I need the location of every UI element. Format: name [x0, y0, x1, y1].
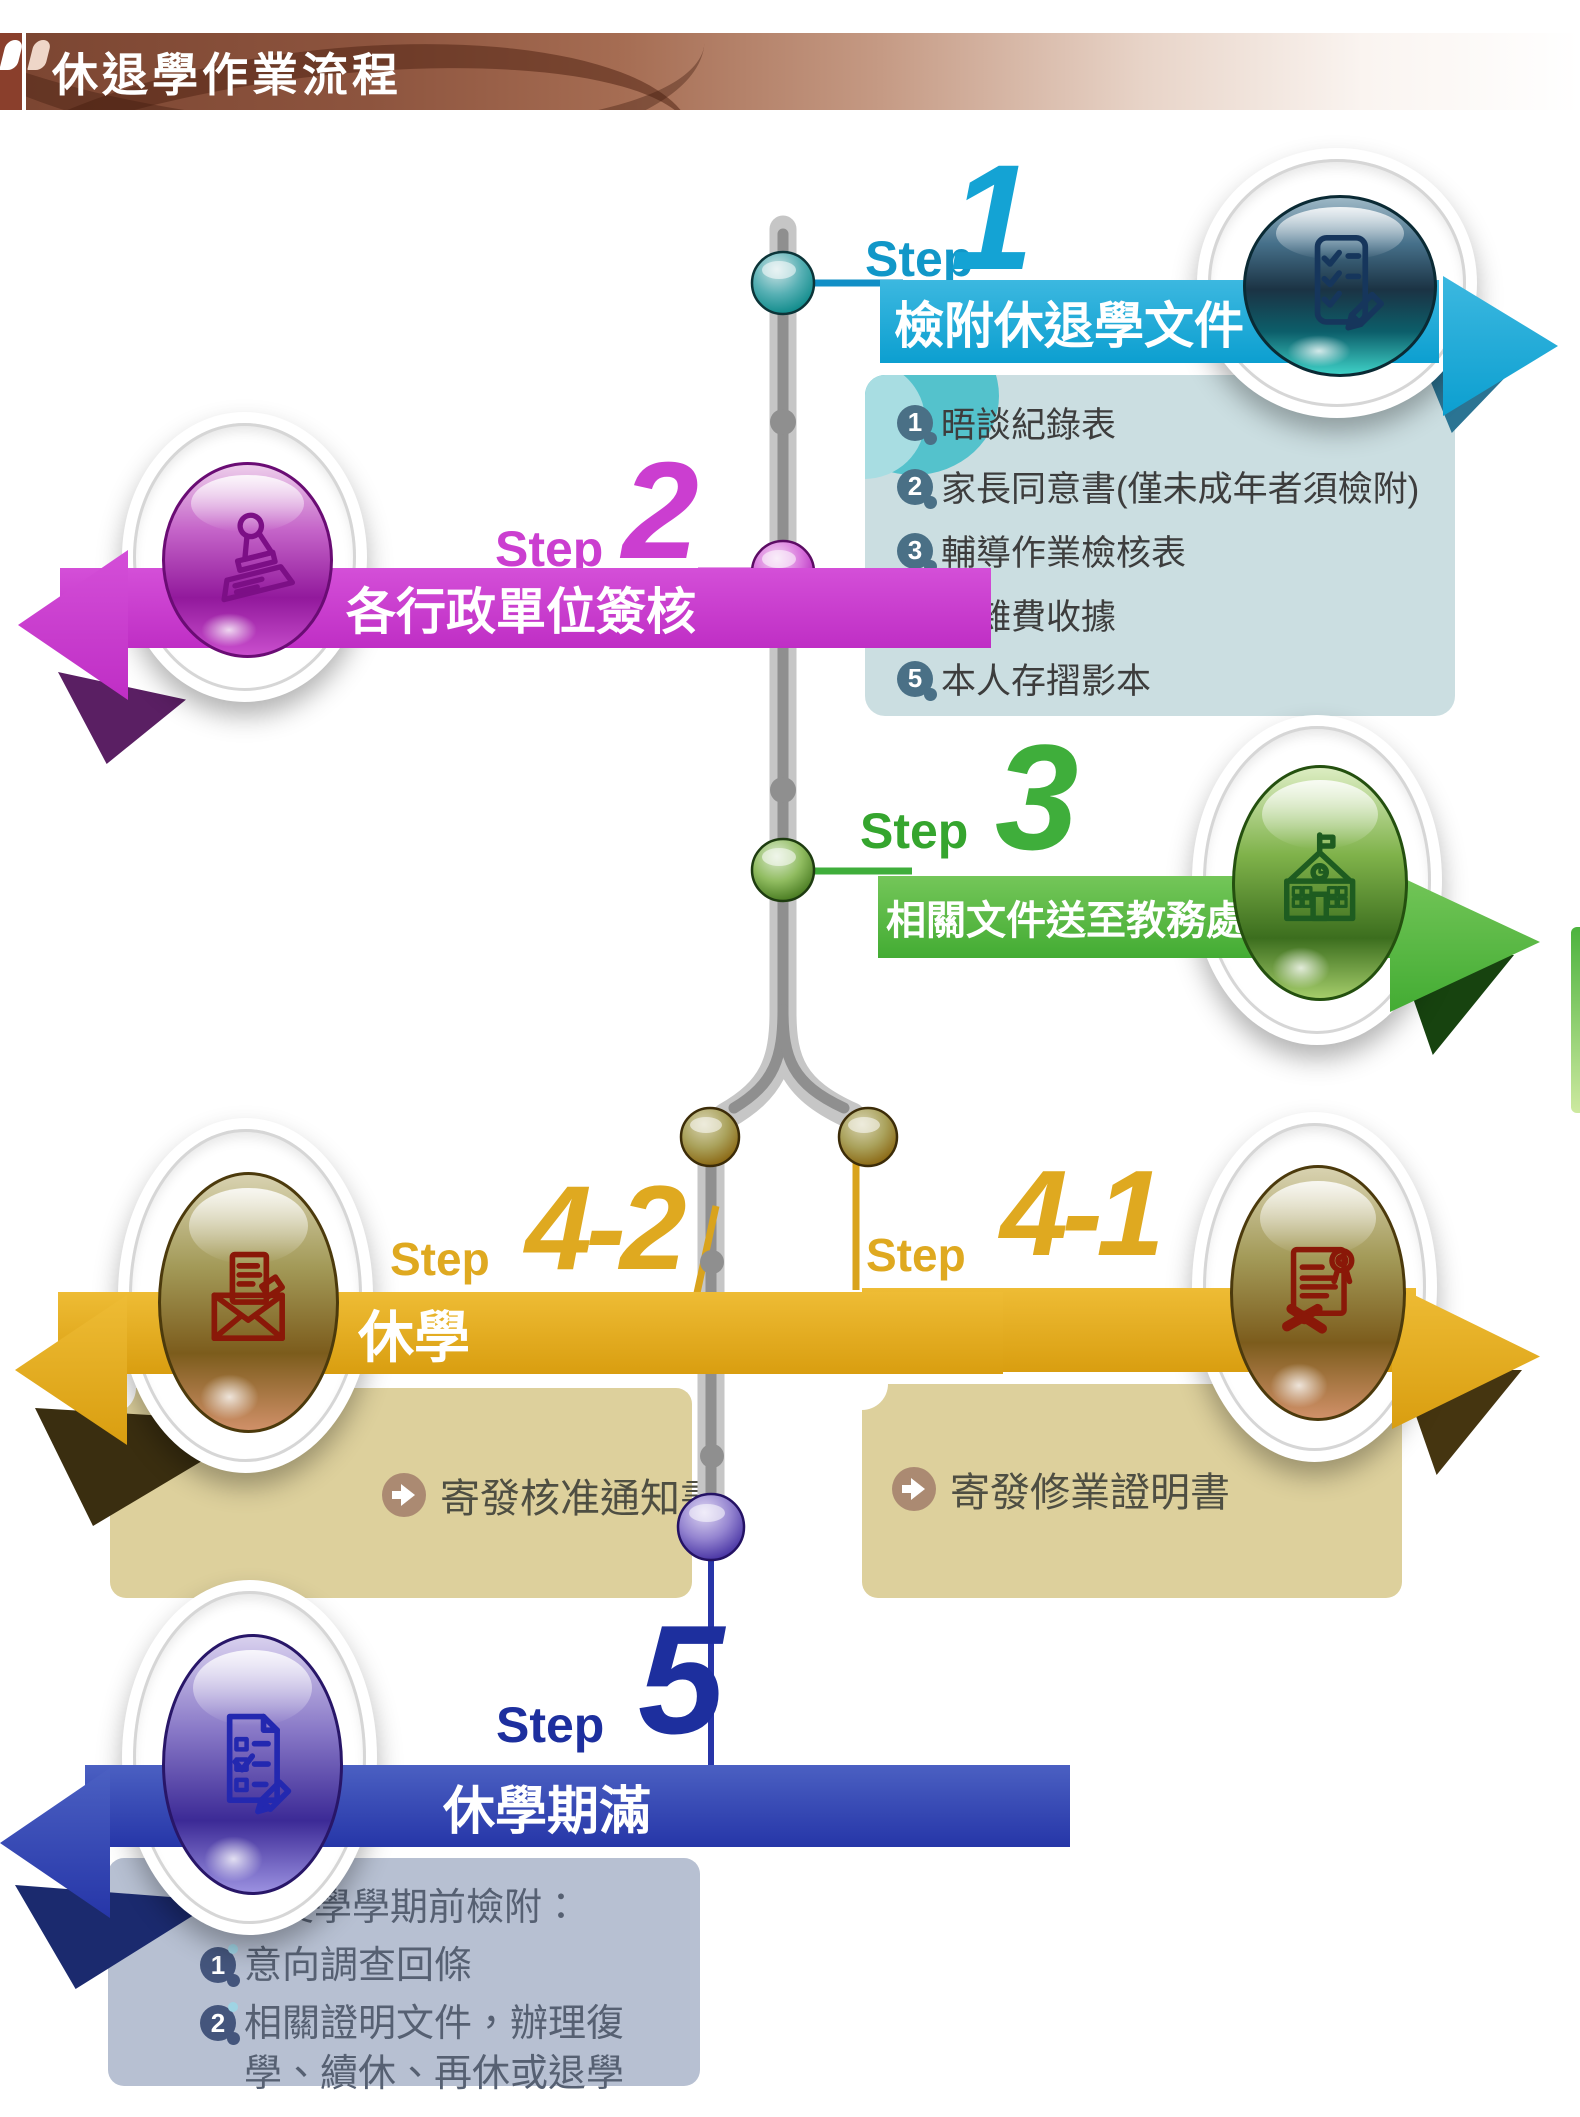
- item-number-badge: 1: [200, 1944, 240, 1987]
- spine-dots: [700, 409, 796, 1468]
- note-text: 寄發核准通知書: [440, 1477, 720, 1521]
- item-number-badge: 1: [897, 404, 937, 445]
- stamp-icon: [221, 512, 296, 603]
- step-badge-orb: [158, 1172, 339, 1433]
- list-item: 5 本人存摺影本: [897, 653, 1431, 704]
- header-bar: [26, 33, 1580, 110]
- list-item: 2 家長同意書(僅未成年者須檢附): [897, 461, 1431, 512]
- item-number-badge: 5: [897, 660, 937, 701]
- step-word: Step: [865, 231, 974, 287]
- page-edge-tab: [1571, 927, 1580, 1113]
- arrow-bullet-icon: [892, 1467, 936, 1511]
- node-step4-1: [837, 1106, 899, 1168]
- page-title: 休退學作業流程: [52, 48, 402, 101]
- list-item: 3 輔導作業檢核表: [897, 525, 1431, 576]
- note-row: 寄發核准通知書: [382, 1466, 720, 1524]
- item-number-badge: 3: [897, 532, 937, 573]
- item-text: 晤談紀錄表: [941, 406, 1117, 445]
- step-title: 檢附休退學文件: [894, 297, 1244, 354]
- list-item: 2 相關證明文件，辦理復學、續休、再休或退學: [200, 1999, 674, 2099]
- step-title: 相關文件送至教務處: [886, 899, 1246, 943]
- step-badge-orb: [162, 1634, 343, 1895]
- list-item: 1 晤談紀錄表: [897, 397, 1431, 448]
- node-step4-2: [679, 1106, 741, 1168]
- step-title: 休學: [358, 1305, 470, 1369]
- step-number: 3: [995, 713, 1078, 881]
- item-text: 相關證明文件，辦理復學、續休、再休或退學: [244, 2003, 625, 2096]
- step-badge-orb: [1230, 1165, 1406, 1421]
- step-number: 4-1: [1000, 1145, 1164, 1281]
- item-text: 家長同意書(僅未成年者須檢附): [941, 470, 1420, 509]
- step-word: Step: [390, 1233, 490, 1285]
- school-icon: [1284, 831, 1356, 921]
- note-row: 寄發修業證明書: [892, 1460, 1402, 1518]
- step-title: 各行政單位簽核: [346, 584, 696, 640]
- step-word: Step: [495, 521, 604, 577]
- list-item: 1 意向調查回條: [200, 1941, 674, 1991]
- item-number-badge: 2: [897, 468, 937, 509]
- step-number: 1: [950, 133, 1033, 301]
- item-text: 意向調查回條: [244, 1945, 473, 1987]
- form-pencil-icon: [227, 1714, 292, 1815]
- step-word: Step: [860, 803, 969, 859]
- step-number: 4-2: [525, 1161, 686, 1295]
- step-word: Step: [496, 1697, 605, 1753]
- checklist-icon: [1314, 235, 1384, 331]
- certificate-icon: [1282, 1246, 1355, 1334]
- note-text: 寄發修業證明書: [950, 1471, 1230, 1515]
- item-number-badge: 2: [200, 2002, 240, 2046]
- step-word: Step: [866, 1229, 966, 1281]
- step-title: 休學期滿: [443, 1782, 652, 1841]
- step-number: 5: [638, 1593, 724, 1766]
- arrow-bullet-icon: [382, 1473, 426, 1517]
- step-badge-orb: [1243, 195, 1437, 377]
- item-text: 輔導作業檢核表: [941, 534, 1187, 573]
- node-step5: [676, 1492, 746, 1562]
- mail-icon: [211, 1252, 286, 1342]
- step-badge-orb: [162, 462, 333, 658]
- step-badge-orb: [1232, 765, 1408, 1001]
- step-number: 2: [622, 434, 699, 588]
- item-text: 本人存摺影本: [941, 662, 1152, 701]
